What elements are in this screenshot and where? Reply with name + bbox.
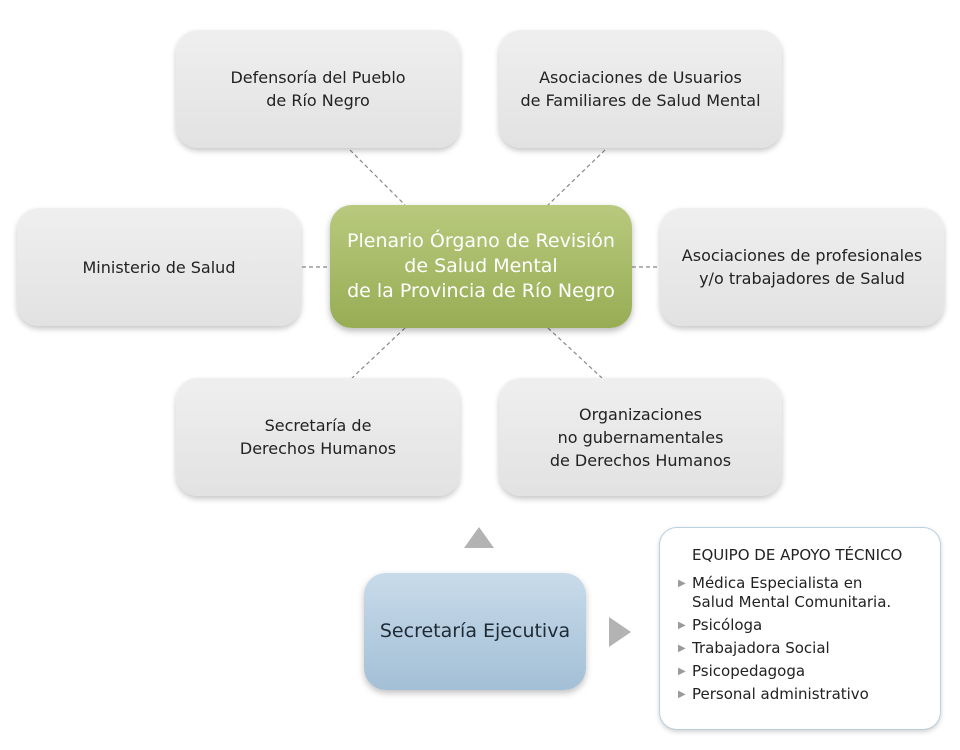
node-ministerio: Ministerio de Salud bbox=[17, 208, 301, 326]
triangle-right-icon: ▶ bbox=[678, 689, 686, 700]
list-item-label: Psicóloga bbox=[692, 616, 763, 634]
center-label-line: Plenario Órgano de Revisión bbox=[347, 230, 615, 252]
node-secretaria-ddhh: Secretaría de Derechos Humanos bbox=[176, 378, 460, 496]
center-label-line: de Salud Mental bbox=[404, 255, 558, 277]
connector-defensoria bbox=[349, 149, 406, 206]
node-label-line: de Río Negro bbox=[266, 91, 370, 110]
equipo-list: ▶ Médica Especialista en Salud Mental Co… bbox=[678, 574, 930, 704]
node-label-line: Defensoría del Pueblo bbox=[230, 68, 406, 87]
node-label-line: Asociaciones de Usuarios bbox=[539, 68, 742, 87]
node-label-line: de Familiares de Salud Mental bbox=[520, 91, 761, 110]
node-label-line: no gubernamentales bbox=[557, 427, 724, 447]
list-item: ▶ Psicopedagoga bbox=[678, 662, 930, 681]
triangle-right-icon: ▶ bbox=[678, 578, 686, 589]
list-item-label: Personal administrativo bbox=[692, 685, 869, 703]
list-item: ▶ Psicóloga bbox=[678, 616, 930, 635]
node-asociaciones-profesionales: Asociaciones de profesionales y/o trabaj… bbox=[660, 208, 944, 326]
node-label-line: Derechos Humanos bbox=[239, 439, 397, 458]
triangle-right-icon: ▶ bbox=[678, 643, 686, 654]
list-item-label: Médica Especialista en bbox=[692, 574, 863, 592]
node-label-line: de Derechos Humanos bbox=[549, 450, 732, 470]
node-plenario-center: Plenario Órgano de Revisión de Salud Men… bbox=[330, 205, 632, 328]
node-label-line: Ministerio de Salud bbox=[82, 257, 236, 277]
triangle-right-icon: ▶ bbox=[678, 620, 686, 631]
list-item-label: Psicopedagoga bbox=[692, 662, 806, 680]
list-item: ▶ Trabajadora Social bbox=[678, 639, 930, 658]
triangle-right-icon: ▶ bbox=[678, 666, 686, 677]
secretaria-ejecutiva-label: Secretaría Ejecutiva bbox=[379, 620, 571, 642]
node-defensoria: Defensoría del Pueblo de Río Negro bbox=[176, 30, 460, 148]
list-item: ▶ Personal administrativo bbox=[678, 685, 930, 704]
connector-secretaria-ddhh bbox=[351, 327, 406, 379]
connector-asociaciones-usuarios bbox=[547, 149, 606, 206]
equipo-title: EQUIPO DE APOYO TÉCNICO bbox=[692, 546, 903, 564]
center-label-line: de la Provincia de Río Negro bbox=[347, 280, 615, 302]
node-label-line: Secretaría de bbox=[264, 416, 372, 435]
equipo-apoyo-panel: EQUIPO DE APOYO TÉCNICO ▶ Médica Especia… bbox=[659, 527, 941, 730]
arrow-up-icon bbox=[464, 527, 494, 548]
list-item-label: Trabajadora Social bbox=[692, 639, 830, 657]
connector-organizaciones bbox=[547, 327, 603, 379]
node-organizaciones: Organizaciones no gubernamentales de Der… bbox=[499, 378, 782, 496]
node-label-line: y/o trabajadores de Salud bbox=[699, 269, 905, 288]
list-item-label: Salud Mental Comunitaria. bbox=[692, 593, 892, 611]
node-label-line: Organizaciones bbox=[579, 404, 702, 424]
node-asociaciones-usuarios: Asociaciones de Usuarios de Familiares d… bbox=[499, 30, 782, 148]
node-secretaria-ejecutiva: Secretaría Ejecutiva bbox=[364, 573, 586, 690]
node-label-line: Asociaciones de profesionales bbox=[681, 246, 923, 265]
list-item: ▶ Médica Especialista en Salud Mental Co… bbox=[678, 574, 930, 612]
arrow-right-icon bbox=[609, 617, 631, 647]
